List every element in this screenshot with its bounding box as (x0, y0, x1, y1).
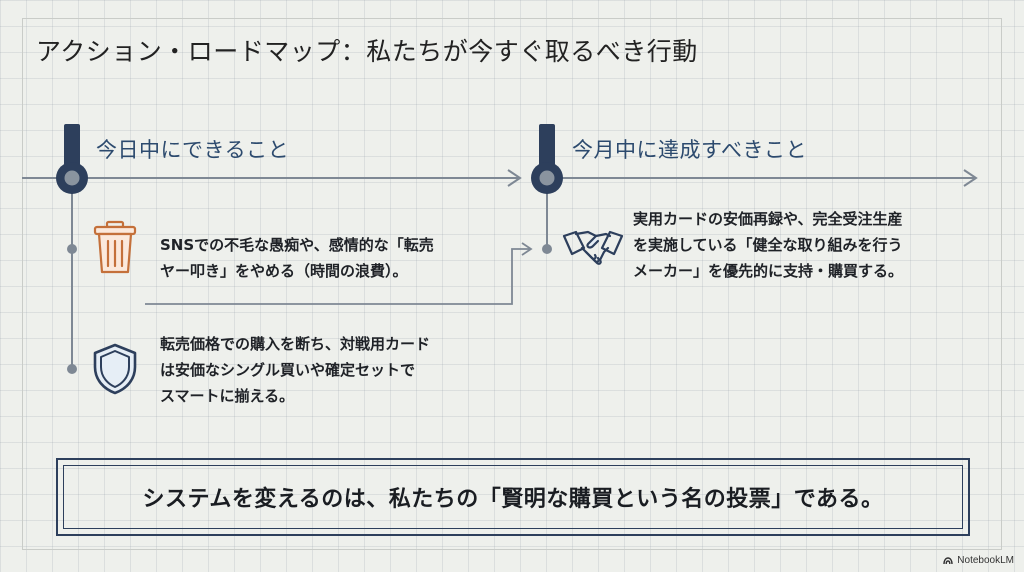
text-line: 転売価格での購入を断ち、対戦用カード (160, 335, 431, 353)
conclusion-inner-border: システムを変えるのは、私たちの「賢明な購買という名の投票」である。 (63, 465, 963, 529)
conclusion-callout: システムを変えるのは、私たちの「賢明な購買という名の投票」である。 (56, 458, 970, 536)
phase-1-label: 今日中にできること (96, 138, 290, 162)
text-line: 実用カードの安価再録や、完全受注生産 (633, 210, 903, 228)
slide-frame (22, 18, 1002, 550)
item-dot-1 (67, 244, 77, 254)
trash-can-icon (93, 220, 137, 274)
text-line: メーカー」を優先的に支持・購買する。 (633, 262, 904, 280)
text-line: を実施している「健全な取り組みを行う (633, 236, 903, 254)
text-line: SNSでの不毛な愚痴や、感情的な「転売 (160, 236, 434, 254)
phase-1-item-1-text: SNSでの不毛な愚痴や、感情的な「転売 ヤー叩き」をやめる（時間の浪費）。 (160, 232, 434, 284)
text-line: スマートに揃える。 (160, 387, 295, 405)
phase-2-marker (531, 124, 563, 194)
item-dot-3 (542, 244, 552, 254)
timeline-arrowhead-2 (963, 169, 978, 187)
text-line: ヤー叩き」をやめる（時間の浪費）。 (160, 262, 408, 280)
page-title: アクション・ロードマップ：私たちが今すぐ取るべき行動 (36, 37, 698, 66)
notebooklm-watermark: NotebookLM (943, 555, 1014, 566)
handshake-icon (562, 230, 624, 265)
shield-icon (93, 343, 137, 395)
timeline-arrowhead-1 (507, 169, 522, 187)
phase-2-label: 今月中に達成すべきこと (572, 138, 808, 162)
conclusion-text: システムを変えるのは、私たちの「賢明な購買という名の投票」である。 (142, 487, 884, 512)
phase-connector-line (145, 248, 530, 305)
phase-connector-arrowhead (521, 242, 533, 256)
item-dot-2 (67, 364, 77, 374)
phase-1-item-2-text: 転売価格での購入を断ち、対戦用カード は安価なシングル買いや確定セットで スマー… (160, 331, 430, 409)
phase-1-marker (56, 124, 88, 194)
text-line: は安価なシングル買いや確定セットで (160, 361, 416, 379)
watermark-text: NotebookLM (957, 555, 1014, 566)
phase-2-item-1-text: 実用カードの安価再録や、完全受注生産 を実施している「健全な取り組みを行う メー… (633, 206, 903, 284)
notebooklm-logo-icon (943, 556, 953, 564)
